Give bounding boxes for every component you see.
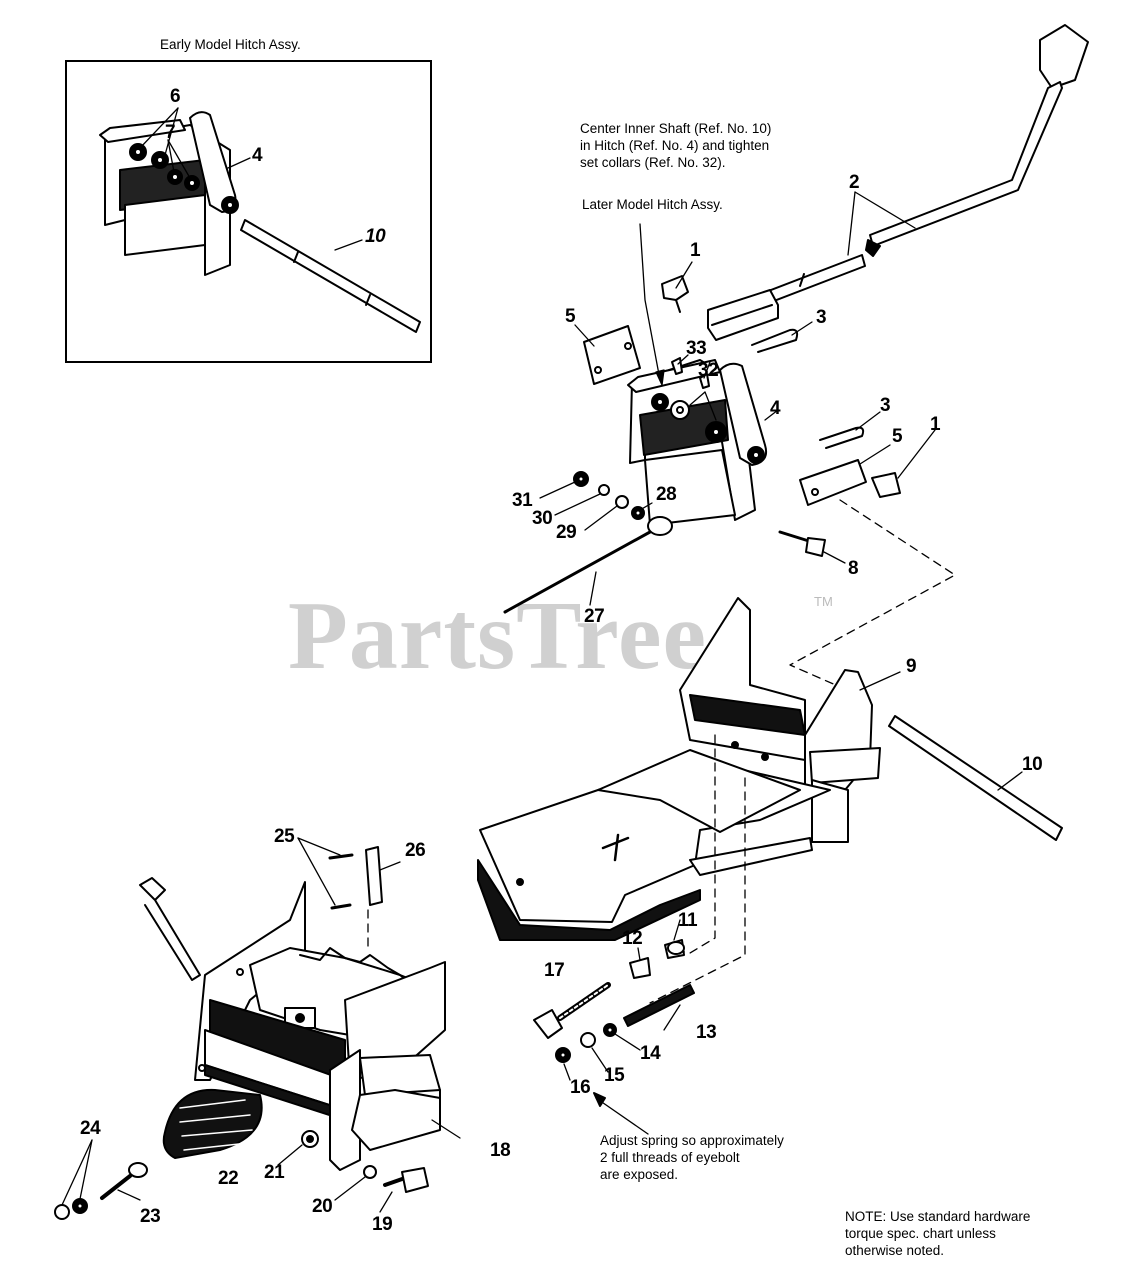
callout-30: 30 [532, 508, 553, 529]
callout-11: 11 [678, 910, 698, 931]
callout-5-mid: 5 [892, 426, 903, 447]
callout-4-inset: 4 [252, 145, 263, 166]
lift-lever [707, 24, 1089, 341]
early-model-label: Early Model Hitch Assy. [160, 37, 301, 52]
callout-3-top: 3 [816, 307, 827, 328]
trademark-mark: TM [814, 594, 833, 609]
callout-16: 16 [570, 1077, 591, 1098]
later-model-label: Later Model Hitch Assy. [582, 197, 723, 212]
callout-12: 12 [622, 928, 643, 949]
callout-1-mid: 1 [930, 414, 941, 435]
early-model-inset-frame [65, 60, 432, 363]
callout-5-top: 5 [565, 306, 576, 327]
lower-lift-bracket [54, 846, 446, 1220]
callout-22: 22 [218, 1168, 239, 1189]
callout-10-inset: 10 [365, 226, 386, 247]
callout-2: 2 [849, 172, 860, 193]
early-hitch-assembly [99, 111, 421, 333]
callout-20: 20 [312, 1196, 333, 1217]
callout-8: 8 [848, 558, 859, 579]
callout-17: 17 [544, 960, 565, 981]
callout-18: 18 [490, 1140, 511, 1161]
callout-1-top: 1 [690, 240, 701, 261]
callout-7: 7 [165, 122, 176, 143]
adjust-spring-note: Adjust spring so approximately 2 full th… [600, 1133, 784, 1182]
mounting-bracket [477, 597, 1063, 941]
callout-29: 29 [556, 522, 577, 543]
callout-9: 9 [906, 656, 917, 677]
callout-13: 13 [696, 1022, 717, 1043]
callout-15: 15 [604, 1065, 625, 1086]
callout-21: 21 [264, 1162, 285, 1183]
callout-6: 6 [170, 86, 181, 107]
callout-27: 27 [584, 606, 605, 627]
callout-14: 14 [640, 1043, 661, 1064]
callout-26: 26 [405, 840, 426, 861]
callout-3-mid: 3 [880, 395, 891, 416]
callout-19: 19 [372, 1214, 393, 1235]
spring-adjust-group [533, 939, 695, 1063]
callout-32: 32 [698, 360, 719, 381]
callout-23: 23 [140, 1206, 161, 1227]
center-shaft-note: Center Inner Shaft (Ref. No. 10) in Hitc… [580, 121, 772, 170]
callout-31: 31 [512, 490, 533, 511]
callout-4: 4 [770, 398, 781, 419]
callout-25: 25 [274, 826, 295, 847]
watermark: PartsTree [288, 582, 707, 690]
hardware-note: NOTE: Use standard hardware torque spec.… [845, 1209, 1031, 1258]
callout-28: 28 [656, 484, 677, 505]
callout-33: 33 [686, 338, 707, 359]
later-hitch-assembly [503, 275, 901, 614]
callout-24: 24 [80, 1118, 101, 1139]
callout-10: 10 [1022, 754, 1043, 775]
